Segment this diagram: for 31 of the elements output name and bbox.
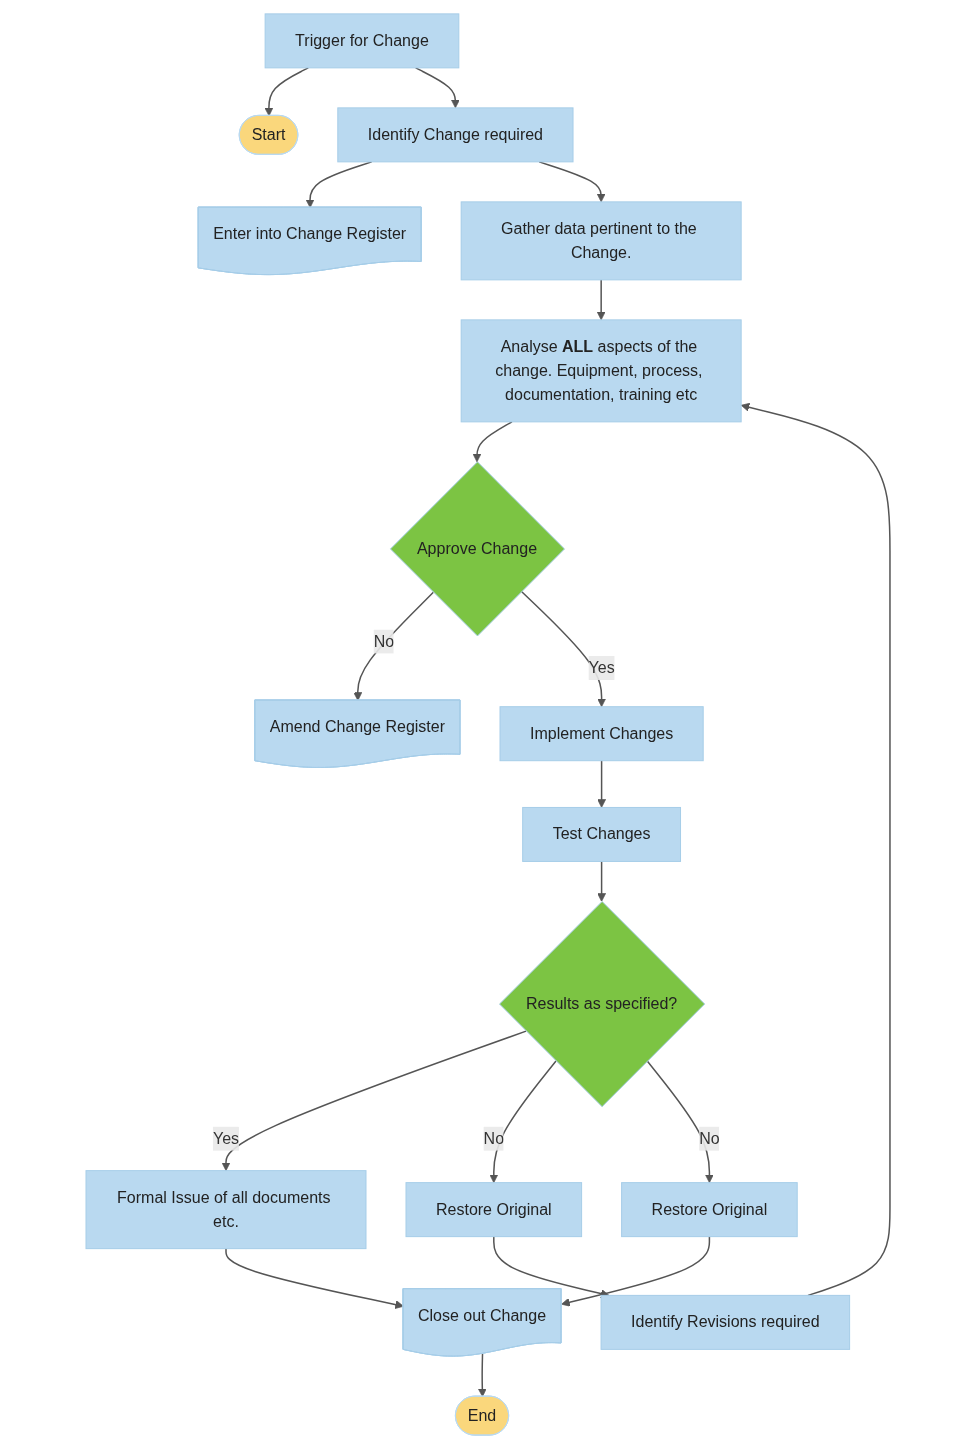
node-diamond: Results as specified?	[498, 900, 705, 1108]
arrow	[488, 1060, 557, 1184]
arrow	[596, 860, 606, 902]
node-box: Identify Change required	[336, 107, 574, 163]
node-box: Analyse ALL aspects of the change. Equipment, process, documentation, training etc	[460, 319, 742, 423]
arrow	[472, 421, 513, 463]
node-box: Gather data pertinent to the Change.	[460, 201, 742, 281]
edge-label: Yes	[588, 658, 615, 676]
arrow	[596, 279, 606, 321]
arrow	[596, 759, 606, 808]
arrow	[224, 1247, 404, 1309]
edge-label: No	[698, 1129, 720, 1147]
arrow	[352, 591, 434, 701]
node-box: Identify Revisions required	[600, 1294, 850, 1350]
node-box: Trigger for Change	[264, 13, 459, 69]
arrow	[740, 402, 891, 1297]
node-box: Restore Original	[620, 1182, 798, 1238]
arrow	[221, 1030, 527, 1172]
node-box: Formal Issue of all documents etc.	[85, 1170, 366, 1250]
arrow	[646, 1060, 714, 1184]
arrow	[264, 67, 309, 117]
node-box: Implement Changes	[499, 706, 704, 762]
node-diamond: Approve Change	[389, 461, 565, 637]
node-box: Restore Original	[405, 1182, 582, 1238]
arrow	[560, 1235, 710, 1307]
edge-label: Yes	[212, 1129, 239, 1147]
arrow	[414, 67, 460, 109]
arrow	[477, 1353, 487, 1398]
arrow	[305, 161, 372, 208]
node-box: Test Changes	[521, 806, 681, 862]
edge-label: No	[483, 1129, 504, 1147]
